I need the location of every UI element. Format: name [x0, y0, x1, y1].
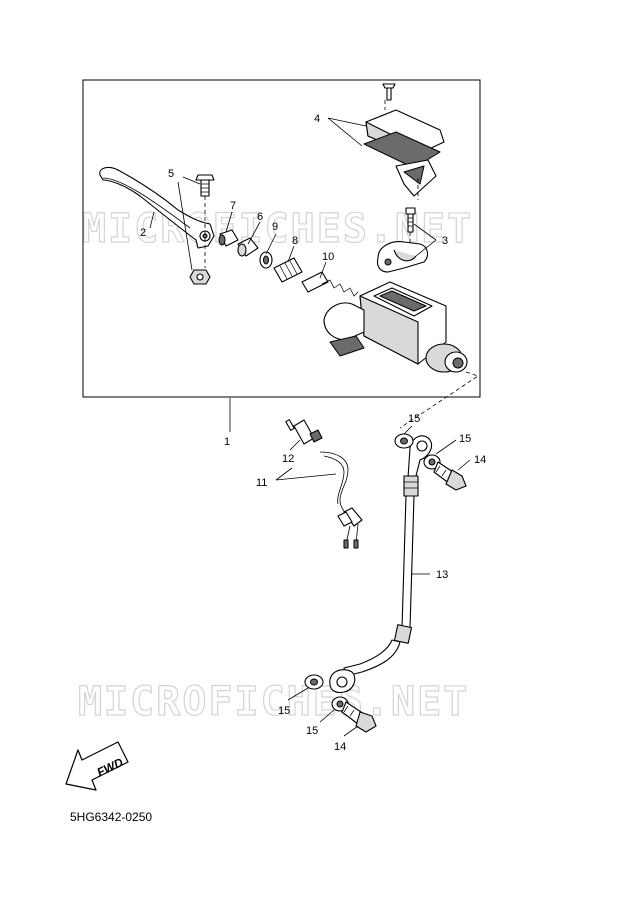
forward-arrow-icon: FWD: [65, 741, 129, 791]
callout-1: 1: [224, 436, 230, 448]
holder-bolt: [405, 207, 416, 233]
callout-15-lower-b: 15: [306, 725, 318, 737]
callout-8: 8: [292, 235, 298, 247]
copper-washer-2: [423, 454, 441, 470]
brake-switch: [285, 419, 323, 445]
callout-3: 3: [442, 235, 448, 247]
watermark-bottom: MICROFICHES.NET: [78, 679, 469, 725]
callout-15-upper-a: 15: [408, 413, 420, 425]
callout-4: 4: [314, 113, 320, 125]
diaphragm: [363, 131, 441, 197]
diagram-code: 5HG6342-0250: [70, 810, 152, 824]
union-bolt-1: [433, 461, 467, 491]
copper-washer-1: [394, 433, 414, 449]
callout-14-upper: 14: [474, 454, 486, 466]
leader-lines: [149, 117, 471, 737]
pivot-bolt: [195, 174, 215, 197]
callout-13: 13: [436, 569, 448, 581]
dust-boot: [237, 237, 259, 257]
brake-hose: [329, 435, 433, 694]
assembly-frame: [82, 79, 481, 398]
spring: [301, 271, 359, 297]
callout-14-lower: 14: [334, 741, 346, 753]
collar: [218, 229, 239, 247]
piston: [273, 257, 303, 283]
holder-clamp: [376, 241, 429, 273]
lever-nut: [189, 269, 211, 285]
circlip: [259, 251, 273, 269]
callout-9: 9: [272, 221, 278, 233]
callout-5: 5: [168, 168, 174, 180]
callout-6: 6: [257, 211, 263, 223]
switch-wire: [319, 451, 363, 549]
callout-15-upper-b: 15: [459, 433, 471, 445]
callout-10: 10: [322, 251, 334, 263]
callout-2: 2: [140, 227, 146, 239]
callout-15-lower-a: 15: [278, 705, 290, 717]
callout-11: 11: [256, 477, 267, 489]
callout-12: 12: [282, 453, 294, 465]
master-cylinder-body: [323, 281, 468, 373]
union-bolt-2: [341, 701, 377, 733]
cap-screw: [382, 83, 396, 101]
callout-7: 7: [230, 200, 236, 212]
copper-washer-3: [304, 674, 324, 690]
